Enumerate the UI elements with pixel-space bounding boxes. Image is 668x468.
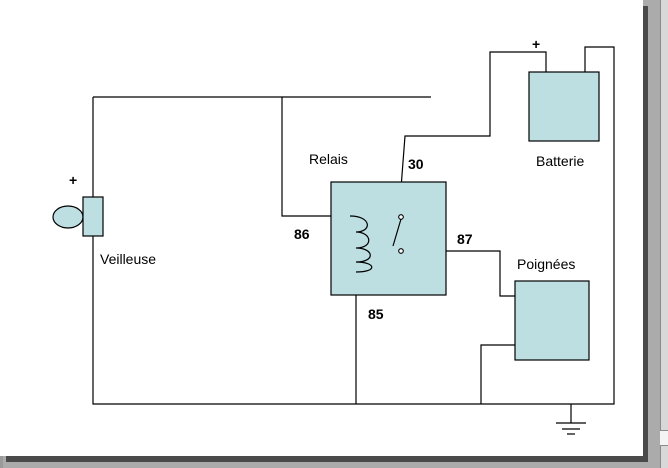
wire-poignees-ground	[480, 344, 515, 404]
vertical-scrollbar[interactable]	[660, 0, 668, 468]
poignees-box	[514, 280, 590, 361]
coil-icon	[349, 215, 373, 273]
wire-87	[404, 250, 515, 297]
polarity-batterie-plus: +	[532, 36, 540, 52]
page-shadow	[643, 6, 648, 462]
switch-icon	[392, 214, 404, 254]
page-shadow	[6, 456, 648, 462]
label-poignees: Poignées	[517, 256, 575, 272]
terminal-86: 86	[294, 226, 310, 242]
wire-86	[281, 97, 350, 217]
label-batterie: Batterie	[536, 153, 584, 169]
wire-veilleuse-bottom	[92, 46, 615, 405]
relay-box	[330, 181, 447, 296]
scrollbar-thumb[interactable]	[660, 430, 668, 446]
label-relais: Relais	[309, 151, 348, 167]
wire-30	[398, 51, 547, 215]
label-veilleuse: Veilleuse	[100, 251, 156, 267]
polarity-veilleuse-plus: +	[69, 172, 77, 188]
lamp-icon	[52, 196, 104, 237]
terminal-85: 85	[368, 306, 384, 322]
battery-box	[528, 71, 600, 142]
terminal-87: 87	[457, 231, 473, 247]
terminal-30: 30	[408, 156, 424, 172]
wires	[92, 46, 615, 405]
ground-icon	[556, 404, 586, 435]
